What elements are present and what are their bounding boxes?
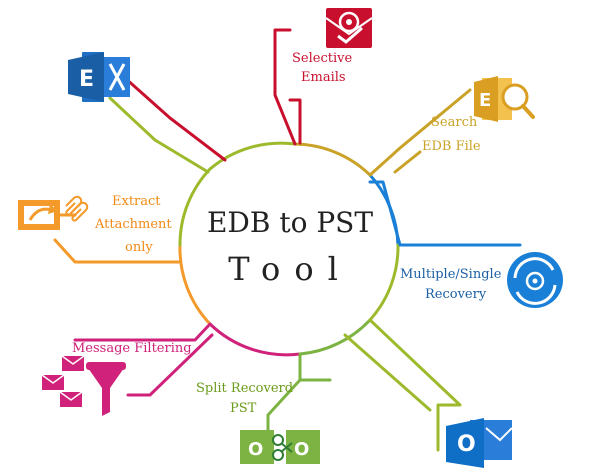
label-selective-1: Selective: [292, 51, 352, 66]
label-search-2: EDB File: [422, 139, 481, 154]
circle-arc-green: [298, 318, 372, 356]
label-search-1: Search: [431, 115, 478, 130]
label-extract-3: only: [125, 240, 153, 255]
branch-multiple-blue: [368, 180, 522, 247]
branch-selective-red: [273, 28, 297, 146]
outlook-icon: O: [446, 418, 513, 468]
svg-text:E: E: [479, 90, 491, 111]
center-title: EDB to PST: [207, 206, 373, 239]
circle-arc-gold: [293, 142, 372, 177]
branch-search-gold-2: [393, 150, 422, 174]
branch-split-green: [266, 352, 302, 432]
svg-text:O: O: [294, 439, 309, 460]
svg-text:O: O: [457, 432, 476, 457]
branch-extract-orange: [53, 238, 182, 264]
funnel-mail-icon: [41, 355, 126, 416]
branch-outlook-olive: [368, 318, 462, 452]
exchange-icon: E: [68, 52, 130, 102]
circle-arc-orange: [178, 243, 212, 326]
branch-selective-red-2: [288, 98, 302, 145]
branch-outlook-olive-2: [343, 333, 432, 412]
branch-exchange-red: [123, 76, 227, 162]
branch-filter-magenta-2: [73, 322, 212, 342]
label-split-1: Split Recoverd: [196, 381, 293, 396]
circle-arc-olive: [208, 141, 297, 171]
recovery-icon: [507, 252, 563, 308]
circle-arc-olive-2: [368, 243, 400, 322]
label-extract-1: Extract: [112, 194, 161, 209]
extract-attachment-icon: [18, 195, 89, 230]
svg-text:E: E: [79, 67, 94, 92]
circle-arc-magenta: [208, 322, 302, 357]
branch-filter-magenta: [126, 333, 214, 397]
split-pst-icon: O O: [240, 430, 320, 464]
label-filtering: Message Filtering: [72, 341, 192, 356]
feature-labels: Selective Emails Search EDB File Multipl…: [72, 51, 502, 416]
center-circle: [178, 141, 400, 357]
svg-text:O: O: [248, 439, 263, 460]
branches: [53, 28, 522, 452]
label-extract-2: Attachment: [94, 217, 172, 232]
label-split-2: PST: [230, 401, 257, 416]
label-selective-2: Emails: [301, 70, 346, 85]
branch-exchange-olive: [108, 96, 210, 174]
label-multiple-1: Multiple/Single: [400, 267, 502, 282]
envelope-at-icon: [325, 8, 373, 48]
label-multiple-2: Recovery: [425, 287, 487, 302]
circle-arc-olive-3: [178, 167, 212, 247]
center-subtitle: Tool: [228, 250, 352, 288]
branch-search-gold: [368, 88, 472, 177]
edb-search-icon: E: [474, 76, 535, 122]
